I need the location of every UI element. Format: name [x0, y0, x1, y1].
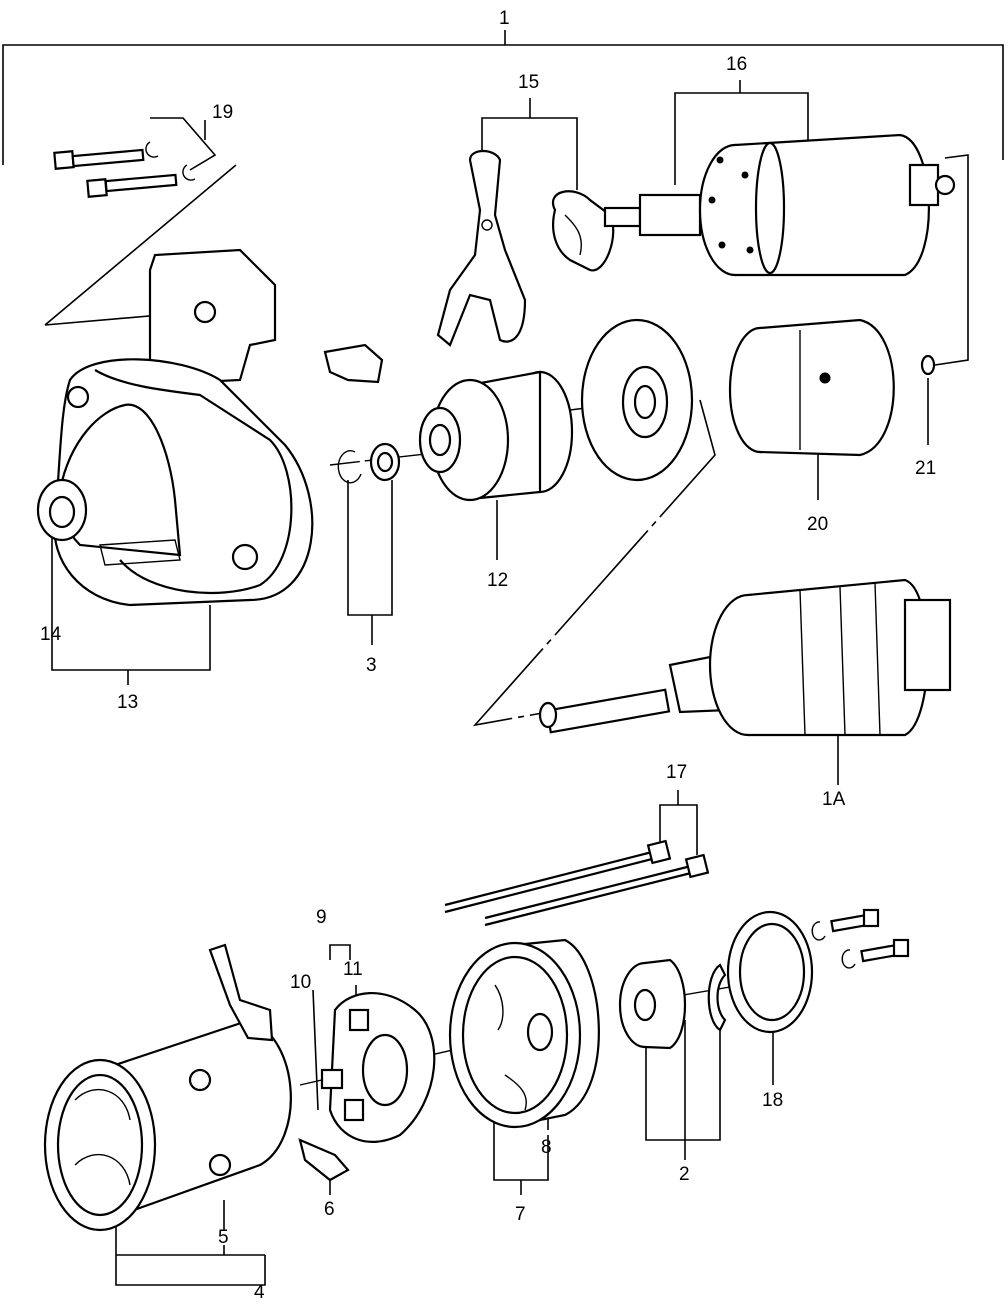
pinion-drive-12: [418, 370, 574, 502]
shift-lever-15: [436, 149, 615, 347]
label-5: 5: [218, 1227, 229, 1248]
armature-1A: [538, 578, 952, 737]
cover-20: [728, 318, 895, 457]
label-8: 8: [541, 1137, 552, 1158]
label-4: 4: [254, 1282, 265, 1303]
solenoid-16: [603, 133, 956, 277]
label-10: 10: [290, 972, 311, 993]
drive-end-housing: [36, 248, 314, 607]
label-13: 13: [117, 692, 138, 713]
label-11: 11: [343, 959, 363, 980]
label-6: 6: [324, 1199, 335, 1220]
label-21: 21: [915, 458, 936, 479]
through-bolts-17: [444, 839, 710, 927]
end-frame-7: [448, 938, 600, 1129]
cap-2: [618, 958, 727, 1050]
washer-21: [920, 354, 936, 376]
drive-plate: [580, 318, 694, 482]
label-15: 15: [518, 72, 539, 93]
washers-3: [337, 442, 401, 484]
label-1A: 1A: [822, 789, 846, 810]
label-18: 18: [762, 1090, 783, 1111]
label-7: 7: [515, 1204, 526, 1225]
label-9: 9: [316, 907, 327, 928]
label-16: 16: [726, 54, 747, 75]
label-2: 2: [679, 1164, 690, 1185]
label-20: 20: [807, 514, 828, 535]
label-3: 3: [366, 655, 377, 676]
key-block: [323, 343, 384, 384]
end-screws: [811, 908, 910, 969]
label-1: 1: [499, 8, 510, 29]
label-12: 12: [487, 570, 508, 591]
label-17: 17: [666, 762, 687, 783]
yoke-4: [43, 943, 350, 1232]
brush-holder-9: [320, 992, 436, 1143]
dust-cover-18: [726, 910, 814, 1034]
part-labels: 1 19 15 16 12 20 21 14 3 13 1A 17 9 10 1…: [40, 8, 936, 1303]
bolts-19: [53, 141, 196, 198]
label-14: 14: [40, 624, 62, 645]
label-19: 19: [212, 102, 233, 123]
